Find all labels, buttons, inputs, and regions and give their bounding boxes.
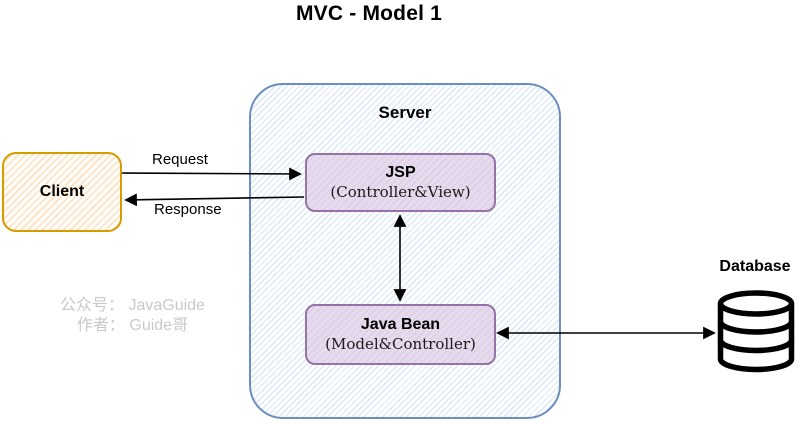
jsp-title: JSP	[385, 164, 416, 181]
java-bean-title: Java Bean	[360, 316, 441, 333]
server-label: Server	[378, 103, 432, 122]
jsp-subtitle: (Controller&View)	[330, 183, 471, 201]
request-label: Request	[152, 151, 208, 168]
server-container: Server	[249, 83, 561, 419]
java-bean-subtitle: (Model&Controller)	[325, 335, 476, 353]
database-label: Database	[719, 258, 791, 275]
diagram-title: MVC - Model 1	[295, 2, 443, 25]
java-bean-node: Java Bean (Model&Controller)	[305, 304, 496, 365]
database-cylinder-icon	[717, 290, 795, 373]
client-label: Client	[39, 183, 85, 200]
watermark-line2: 作者： Guide哥	[76, 317, 189, 334]
jsp-node: JSP (Controller&View)	[305, 153, 496, 212]
client-node: Client	[2, 152, 122, 232]
watermark: 公众号： JavaGuide 作者： Guide哥	[35, 296, 230, 336]
response-label: Response	[154, 201, 222, 218]
watermark-line1: 公众号： JavaGuide	[60, 297, 205, 314]
